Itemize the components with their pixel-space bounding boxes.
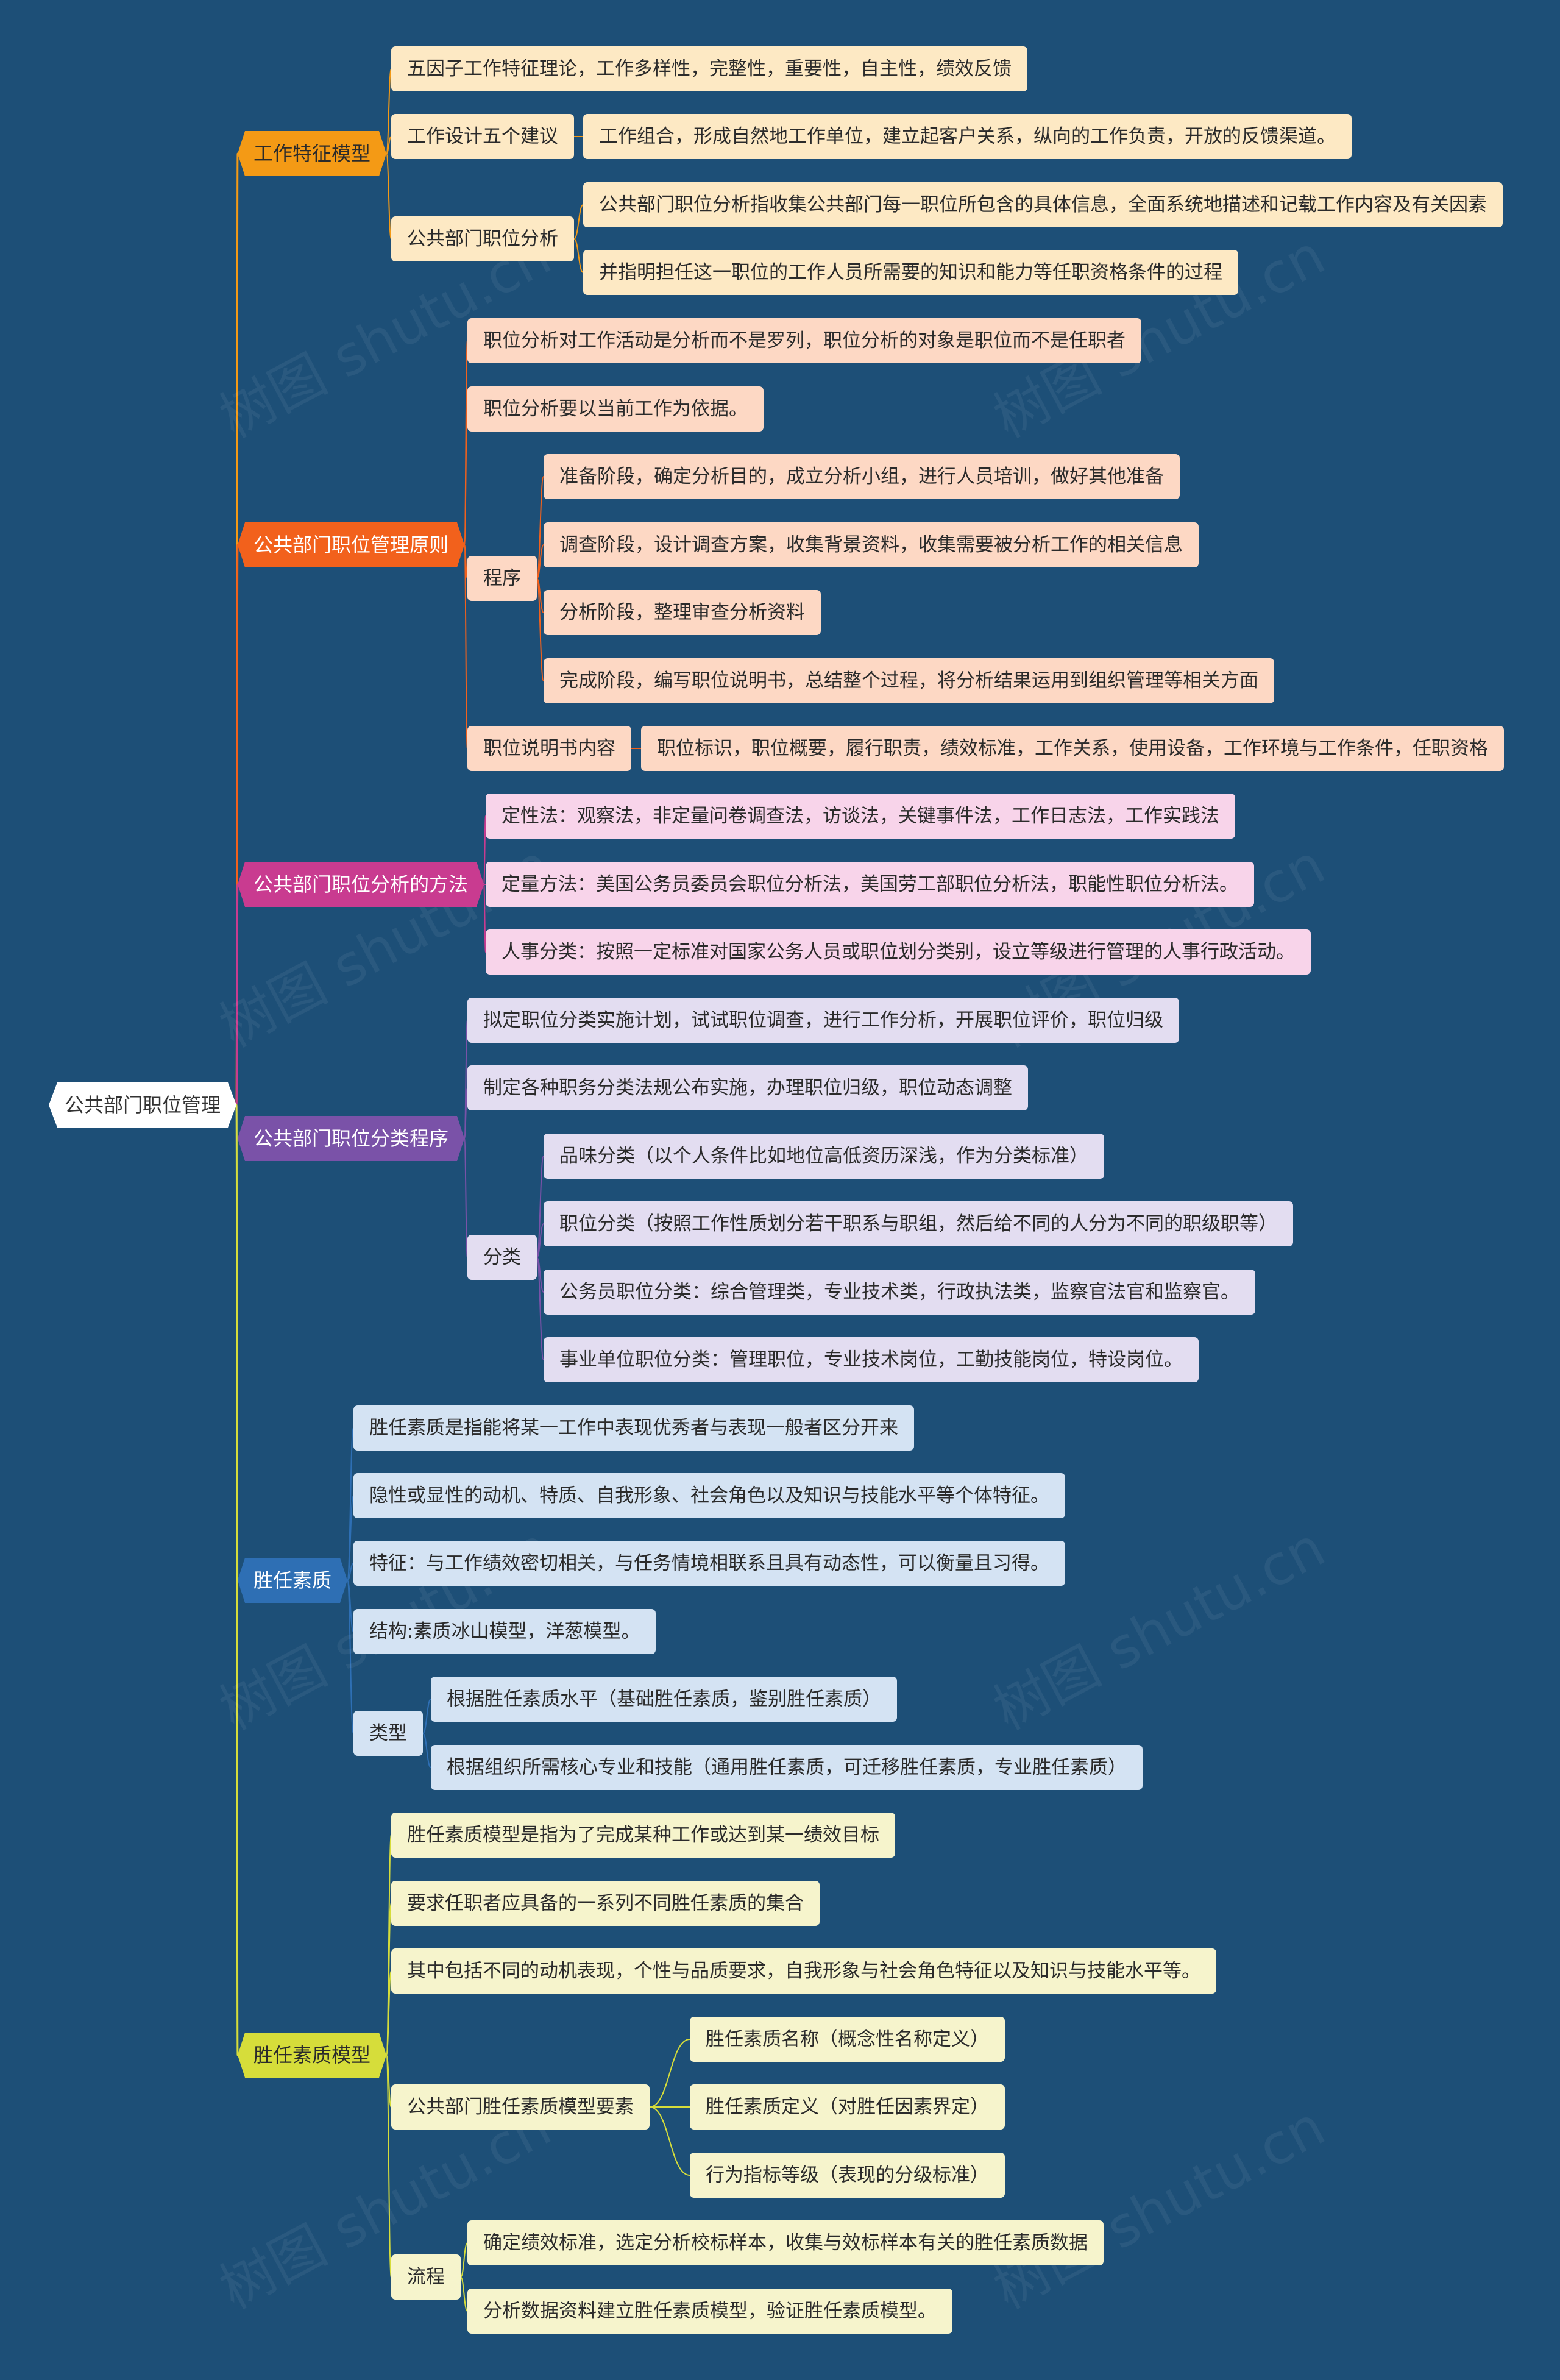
topic-node[interactable]: 公务员职位分类：综合管理类，专业技术类，行政执法类，监察官法官和监察官。: [544, 1270, 1255, 1315]
connector-line: [347, 1495, 354, 1581]
connector-line: [536, 544, 544, 579]
topic-node[interactable]: 五因子工作特征理论，工作多样性，完整性，重要性，自主性，绩效反馈: [391, 46, 1027, 91]
topic-node[interactable]: 制定各种职务分类法规公布实施，办理职位归级，职位动态调整: [467, 1065, 1028, 1110]
connector-line: [386, 68, 392, 154]
topic-node[interactable]: 根据胜任素质水平（基础胜任素质，鉴别胜任素质）: [431, 1677, 897, 1722]
topic-node[interactable]: 分析阶段，整理审查分析资料: [544, 590, 821, 635]
topic-node[interactable]: 确定绩效标准，选定分析校标样本，收集与效标样本有关的胜任素质数据: [467, 2220, 1104, 2265]
topic-node[interactable]: 职位分析对工作活动是分析而不是罗列，职位分析的对象是职位而不是任职者: [467, 318, 1141, 363]
topic-node[interactable]: 行为指标等级（表现的分级标准）: [690, 2153, 1005, 2198]
connector-line: [235, 1104, 239, 2056]
topic-node[interactable]: 调查阶段，设计调查方案，收集背景资料，收集需要被分析工作的相关信息: [544, 522, 1199, 567]
connector-line: [464, 1087, 468, 1139]
topic-node[interactable]: 职位分析要以当前工作为依据。: [467, 386, 764, 432]
branch-topic-competency-model[interactable]: 胜任素质模型: [238, 2033, 386, 2078]
connector-line: [536, 476, 544, 579]
topic-node[interactable]: 并指明担任这一职位的工作人员所需要的知识和能力等任职资格条件的过程: [583, 250, 1238, 295]
connector-line: [536, 578, 544, 681]
connector-line: [536, 1156, 544, 1258]
topic-node[interactable]: 流程: [391, 2254, 461, 2300]
topic-node[interactable]: 分类: [467, 1235, 537, 1280]
connector-line: [536, 1223, 544, 1258]
connector-line: [386, 2055, 392, 2108]
connector-line: [649, 2039, 690, 2108]
connector-line: [347, 1427, 354, 1581]
topic-node[interactable]: 胜任素质是指能将某一工作中表现优秀者与表现一般者区分开来: [353, 1405, 914, 1451]
connector-line: [460, 2276, 468, 2312]
topic-node[interactable]: 人事分类：按照一定标准对国家公务人员或职位划分类别，设立等级进行管理的人事行政活…: [486, 929, 1311, 975]
connector-line: [464, 544, 468, 749]
topic-node[interactable]: 定性法：观察法，非定量问卷调查法，访谈法，关键事件法，工作日志法，工作实践法: [486, 794, 1235, 839]
branch-topic-analysis-methods[interactable]: 公共部门职位分析的方法: [238, 862, 484, 907]
topic-node[interactable]: 公共部门职位分析指收集公共部门每一职位所包含的具体信息，全面系统地描述和记载工作…: [583, 182, 1503, 227]
connector-line: [422, 1699, 431, 1734]
branch-topic-work-characteristics[interactable]: 工作特征模型: [238, 131, 386, 176]
topic-node[interactable]: 胜任素质名称（概念性名称定义）: [690, 2017, 1005, 2062]
topic-node[interactable]: 隐性或显性的动机、特质、自我形象、社会角色以及知识与技能水平等个体特征。: [353, 1473, 1065, 1518]
branch-topic-classification-procedure[interactable]: 公共部门职位分类程序: [238, 1116, 464, 1161]
connector-line: [483, 884, 486, 953]
connector-line: [483, 815, 486, 885]
connector-line: [386, 153, 392, 240]
topic-node[interactable]: 程序: [467, 556, 537, 601]
topic-node[interactable]: 准备阶段，确定分析目的，成立分析小组，进行人员培训，做好其他准备: [544, 454, 1180, 499]
topic-node[interactable]: 特征：与工作绩效密切相关，与任务情境相联系且具有动态性，可以衡量且习得。: [353, 1541, 1065, 1586]
topic-node[interactable]: 公共部门胜任素质模型要素: [391, 2084, 650, 2130]
topic-node[interactable]: 胜任素质模型是指为了完成某种工作或达到某一绩效目标: [391, 1813, 895, 1858]
topic-node[interactable]: 根据组织所需核心专业和技能（通用胜任素质，可迁移胜任素质，专业胜任素质）: [431, 1745, 1143, 1790]
topic-node[interactable]: 职位标识，职位概要，履行职责，绩效标准，工作关系，使用设备，工作环境与工作条件，…: [641, 726, 1504, 771]
connector-line: [536, 1257, 544, 1360]
connector-line: [573, 204, 584, 240]
topic-node[interactable]: 定量方法：美国公务员委员会职位分析法，美国劳工部职位分析法，职能性职位分析法。: [486, 862, 1254, 907]
connector-line: [464, 1138, 468, 1258]
connector-line: [347, 1580, 354, 1734]
topic-node[interactable]: 要求任职者应具备的一系列不同胜任素质的集合: [391, 1881, 820, 1926]
topic-node[interactable]: 结构:素质冰山模型，洋葱模型。: [353, 1609, 656, 1654]
connector-line: [464, 408, 468, 545]
topic-node[interactable]: 胜任素质定义（对胜任因素界定）: [690, 2084, 1005, 2130]
topic-node[interactable]: 拟定职位分类实施计划，试试职位调查，进行工作分析，开展职位评价，职位归级: [467, 998, 1179, 1043]
root-topic[interactable]: 公共部门职位管理: [49, 1082, 236, 1128]
topic-node[interactable]: 职位分类（按照工作性质划分若干职系与职组，然后给不同的人分为不同的职级职等）: [544, 1201, 1293, 1246]
connector-line: [422, 1733, 431, 1768]
branch-topic-management-principles[interactable]: 公共部门职位管理原则: [238, 522, 464, 567]
connector-line: [347, 1563, 354, 1581]
topic-node[interactable]: 工作组合，形成自然地工作单位，建立起客户关系，纵向的工作负责，开放的反馈渠道。: [583, 114, 1352, 159]
topic-node[interactable]: 事业单位职位分类：管理职位，专业技术岗位，工勤技能岗位，特设岗位。: [544, 1337, 1199, 1382]
topic-node[interactable]: 类型: [353, 1711, 423, 1756]
topic-node[interactable]: 其中包括不同的动机表现，个性与品质要求，自我形象与社会角色特征以及知识与技能水平…: [391, 1948, 1216, 1994]
connector-line: [460, 2242, 468, 2278]
topic-node[interactable]: 品味分类（以个人条件比如地位高低资历深浅，作为分类标准）: [544, 1134, 1104, 1179]
topic-node[interactable]: 分析数据资料建立胜任素质模型，验证胜任素质模型。: [467, 2289, 952, 2334]
connector-line: [386, 136, 392, 154]
topic-node[interactable]: 职位说明书内容: [467, 726, 631, 771]
branch-topic-competency[interactable]: 胜任素质: [238, 1558, 347, 1603]
connector-line: [573, 238, 584, 273]
connector-line: [235, 883, 239, 1106]
connector-line: [386, 2055, 392, 2278]
topic-node[interactable]: 完成阶段，编写职位说明书，总结整个过程，将分析结果运用到组织管理等相关方面: [544, 658, 1274, 703]
topic-node[interactable]: 公共部门职位分析: [391, 216, 574, 261]
topic-node[interactable]: 工作设计五个建议: [391, 114, 574, 159]
connector-line: [386, 1970, 392, 2056]
connector-line: [649, 2106, 690, 2176]
